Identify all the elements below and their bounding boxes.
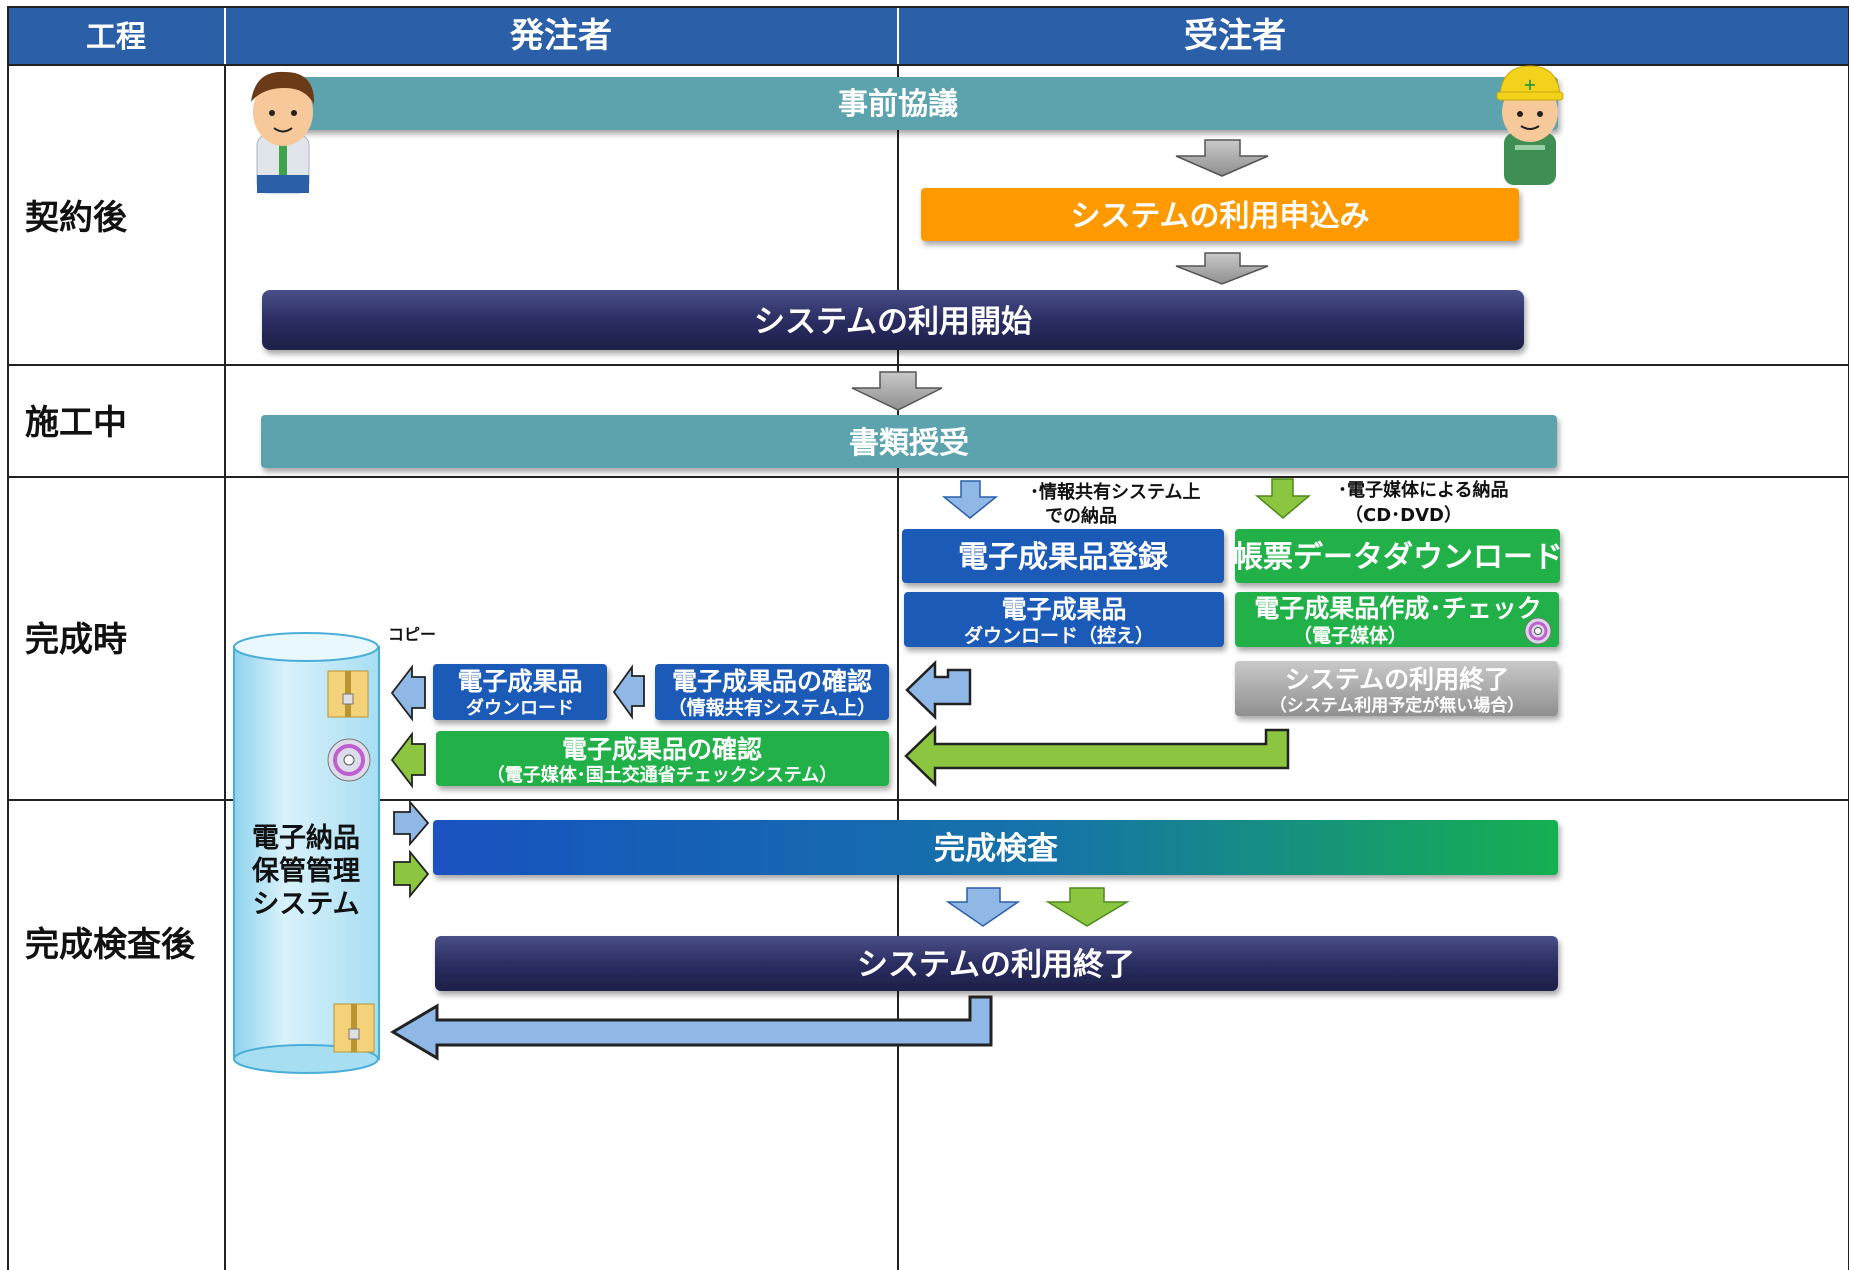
note-media-line1: ･電子媒体による納品 [1338, 479, 1508, 501]
left-arrow-to-storage-green [390, 731, 426, 789]
label-system-end-optional-sub: （システム利用予定が無い場合） [1270, 695, 1525, 716]
box-register-deliverables [902, 529, 1224, 583]
right-arrow-green-inspection [393, 849, 430, 899]
right-arrow-blue-inspection [393, 799, 430, 847]
box-system-end-optional [1235, 661, 1558, 716]
box-system-start [262, 290, 1524, 350]
label-system-start: システムの利用開始 [754, 304, 1032, 340]
box-prior-consultation [262, 77, 1558, 130]
header-process: 工程 [86, 20, 146, 55]
label-deliverable-download-title: 電子成果品 [1001, 595, 1126, 624]
box-system-end-final [435, 936, 1558, 991]
grid-lines [7, 6, 1849, 1270]
label-system-end-final: システムの利用終了 [857, 947, 1135, 983]
box-form-download [1235, 529, 1560, 583]
note-media-line2: （CD･DVD） [1345, 505, 1462, 526]
label-confirm-online-sub: （情報共有システム上） [668, 696, 876, 719]
box-confirm-media [436, 731, 889, 786]
orderer-person-icon [251, 71, 315, 194]
note-online-line1: ･情報共有システム上 [1030, 481, 1200, 503]
storage-label-line3: システム [252, 889, 359, 920]
label-prior-consultation: 事前協議 [838, 87, 958, 122]
box-system-application [921, 188, 1519, 241]
disc-icon-storage [327, 738, 371, 782]
label-orderer-deliverable-sub: ダウンロード [466, 697, 574, 719]
left-arrow-confirm-to-download [612, 664, 645, 720]
contractor-person-icon: + [1496, 65, 1564, 185]
box-confirm-online [655, 664, 889, 720]
label-deliverable-download-sub: ダウンロード（控え） [964, 624, 1154, 647]
label-confirm-online-title: 電子成果品の確認 [672, 667, 872, 696]
svg-text:+: + [1523, 75, 1536, 94]
return-arrow-blue [905, 660, 972, 720]
return-arrow-green [904, 725, 1290, 787]
box-deliverable-download [904, 592, 1224, 647]
note-online-line2: での納品 [1045, 505, 1117, 527]
down-arrow-blue-after [945, 887, 1021, 927]
label-document-exchange: 書類授受 [849, 426, 969, 461]
box-create-check [1235, 592, 1559, 647]
down-arrow-3 [851, 371, 943, 411]
label-create-check-sub: （電子媒体） [1293, 624, 1407, 647]
box-completion-inspection [433, 820, 1558, 875]
phase-after-inspection: 完成検査後 [25, 925, 196, 965]
down-arrow-1 [1175, 139, 1269, 177]
down-arrow-2 [1175, 252, 1269, 285]
zip-folder-icon-bottom [333, 1003, 375, 1053]
down-arrow-green-media [1254, 478, 1312, 519]
note-copy: コピー [388, 625, 436, 644]
left-arrow-to-storage-blue [390, 664, 426, 722]
down-arrow-green-after [1045, 887, 1130, 927]
phase-during-construction: 施工中 [25, 403, 127, 443]
label-system-application: システムの利用申込み [1070, 199, 1369, 234]
phase-after-contract: 契約後 [25, 198, 128, 238]
box-document-exchange [261, 415, 1557, 468]
label-orderer-deliverable-title: 電子成果品 [457, 667, 582, 696]
label-register-deliverables: 電子成果品登録 [958, 540, 1169, 575]
return-arrow-to-storage [390, 995, 993, 1061]
box-orderer-deliverable [433, 664, 607, 720]
label-confirm-media-sub: （電子媒体･国土交通省チェックシステム） [487, 764, 837, 786]
storage-label-line2: 保管管理 [251, 856, 360, 887]
phase-at-completion: 完成時 [25, 620, 127, 660]
zip-folder-icon [327, 670, 369, 718]
disc-icon [1524, 617, 1552, 645]
header-bar [8, 7, 1849, 65]
storage-label-line1: 電子納品 [252, 822, 360, 854]
label-confirm-media-title: 電子成果品の確認 [562, 735, 762, 764]
label-create-check-title: 電子成果品作成･チェック [1254, 594, 1542, 623]
label-system-end-optional-title: システムの利用終了 [1285, 665, 1509, 694]
down-arrow-blue-online [941, 480, 999, 519]
label-completion-inspection: 完成検査 [934, 831, 1058, 867]
header-contractor: 受注者 [1184, 16, 1286, 56]
header-orderer: 発注者 [510, 16, 612, 56]
label-form-download: 帳票データダウンロード [1233, 540, 1563, 575]
